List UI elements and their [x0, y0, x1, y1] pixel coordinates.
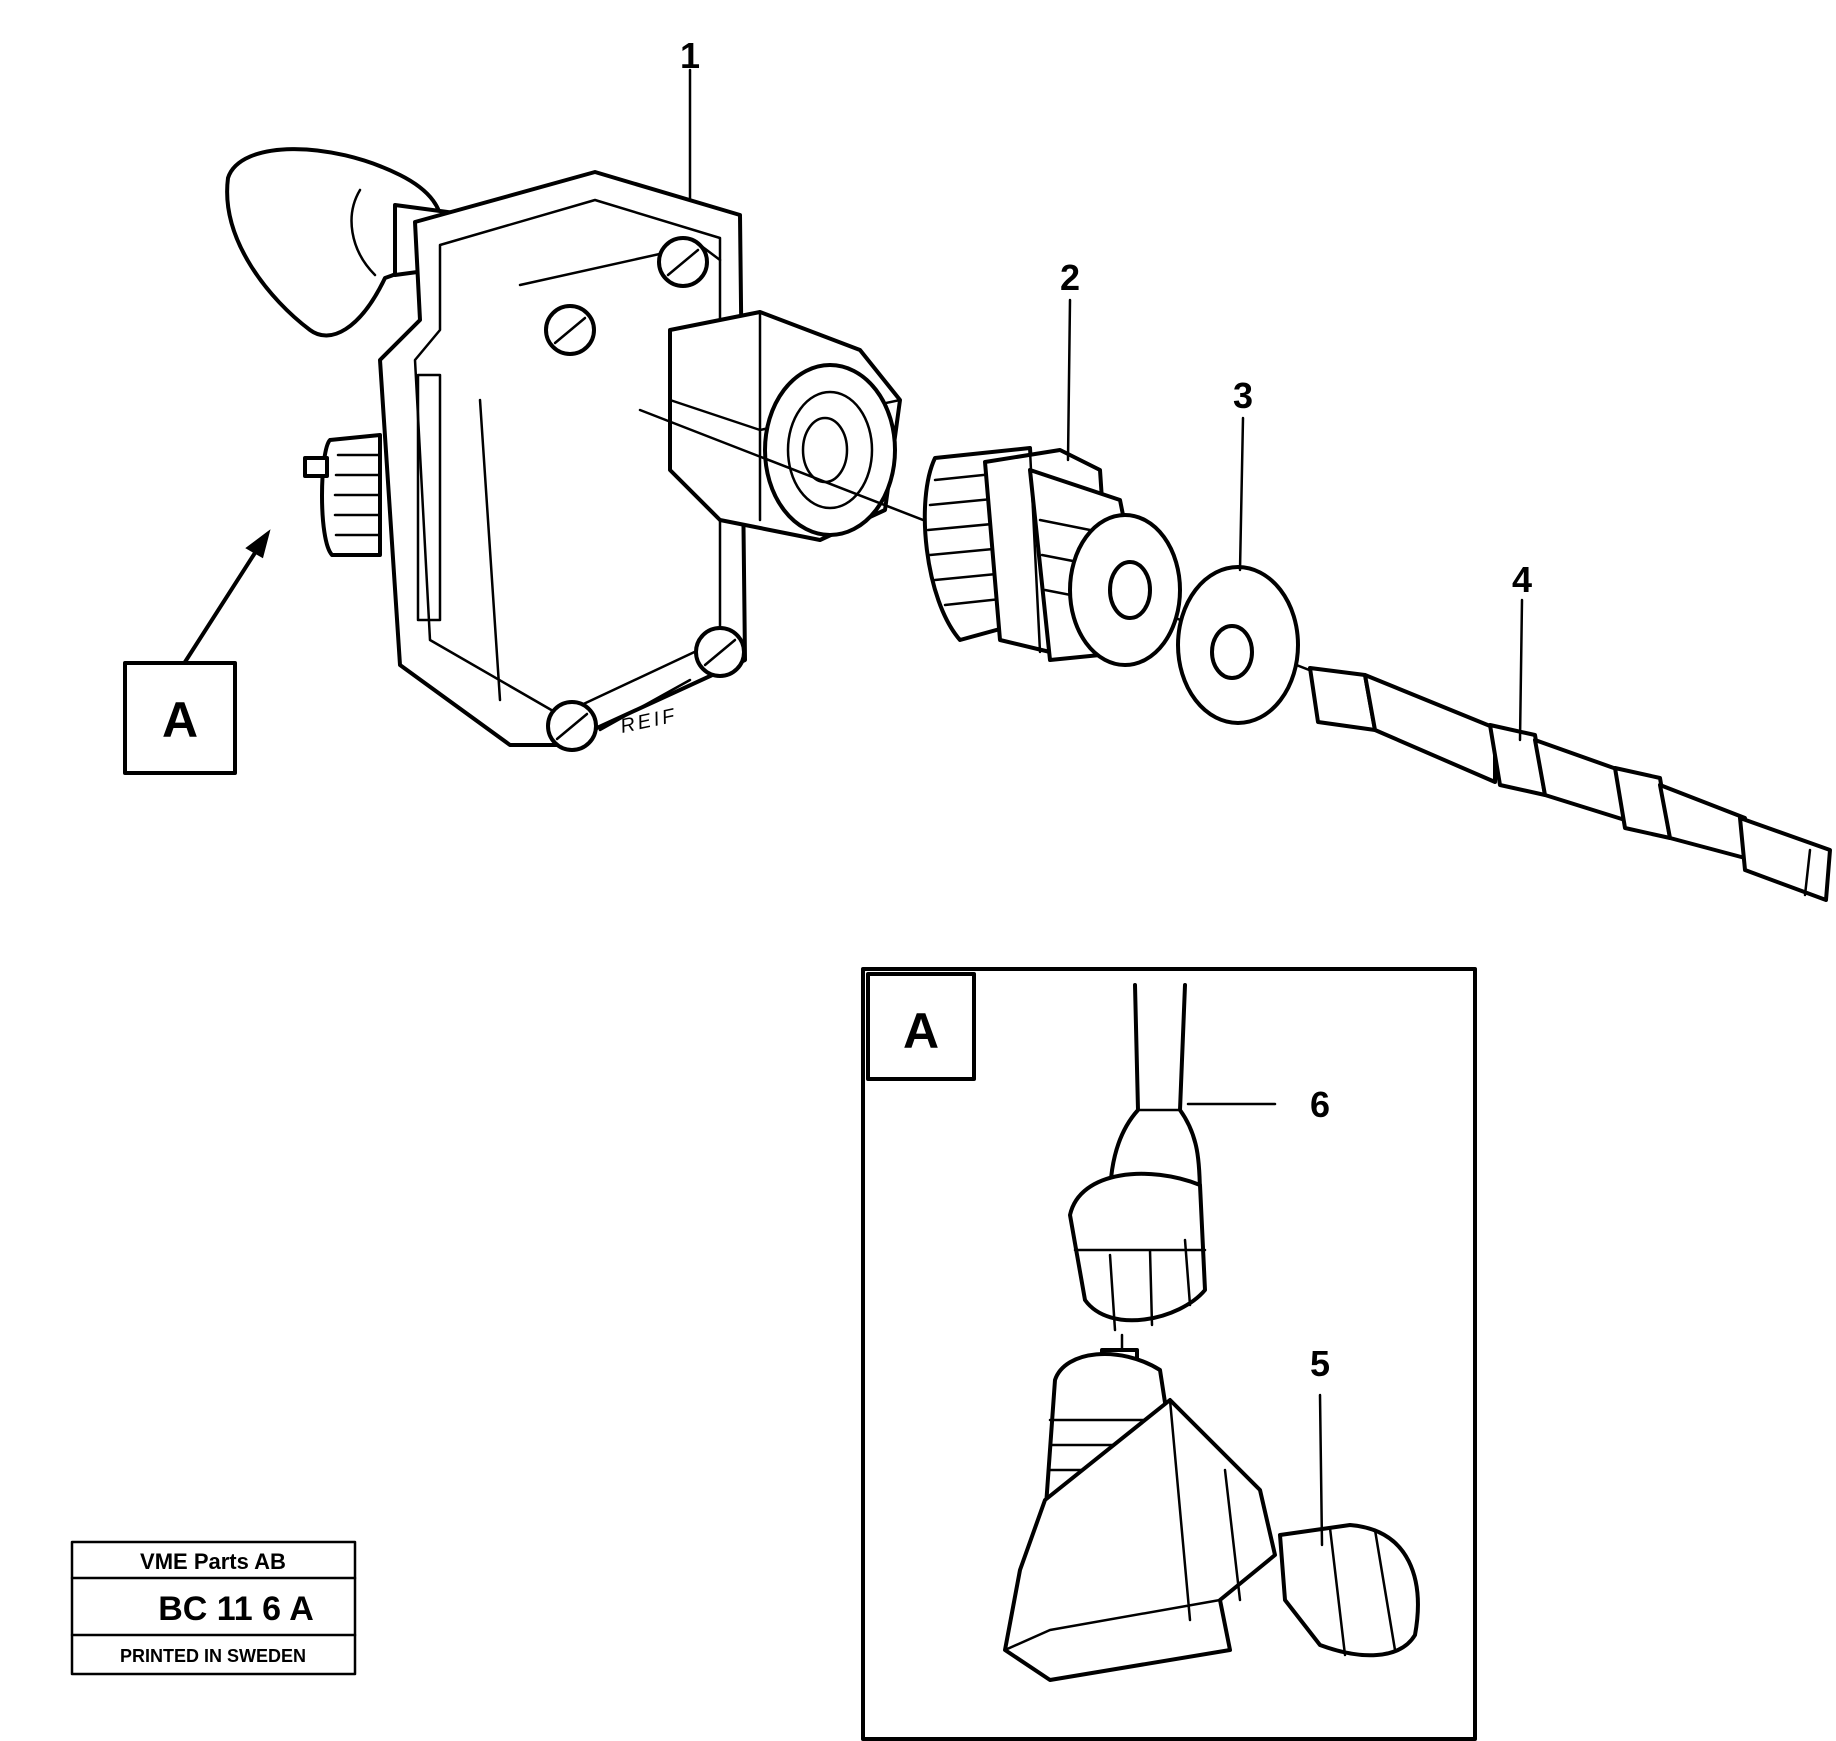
detail-view-a: A [861, 967, 1477, 1741]
view-label-a-detail-text: A [903, 1003, 939, 1059]
view-label-a-main: A [123, 661, 237, 775]
title-block-printed: PRINTED IN SWEDEN [120, 1646, 306, 1666]
callout-3: 3 [1233, 375, 1253, 416]
callout-2: 2 [1060, 257, 1080, 298]
part-5-angle-connector [1003, 1333, 1420, 1682]
detail-frame [861, 967, 1477, 1741]
callout-4: 4 [1512, 559, 1532, 600]
detail-label-box [866, 972, 976, 1081]
leader-3 [1238, 416, 1245, 572]
title-block: VME Parts AB BC 11 6 A PRINTED IN SWEDEN [70, 1540, 357, 1676]
title-block-drawing-number: BC 11 6 A [158, 1590, 314, 1628]
view-a-arrow [183, 529, 271, 664]
leader-4 [1518, 598, 1524, 742]
view-label-a-main-text: A [162, 692, 198, 748]
part-1-valve-housing: REIF [225, 147, 902, 752]
title-block-company: VME Parts AB [140, 1549, 286, 1574]
part-6-speedometer-cable [1068, 983, 1207, 1332]
callout-6: 6 [1310, 1084, 1330, 1125]
callout-5: 5 [1310, 1343, 1330, 1384]
callout-1: 1 [680, 35, 700, 76]
part-3-washer [1176, 565, 1300, 725]
part-2-threaded-adapter [922, 446, 1182, 667]
leader-2 [1066, 298, 1072, 462]
part-4-drive-shaft [1308, 666, 1832, 902]
